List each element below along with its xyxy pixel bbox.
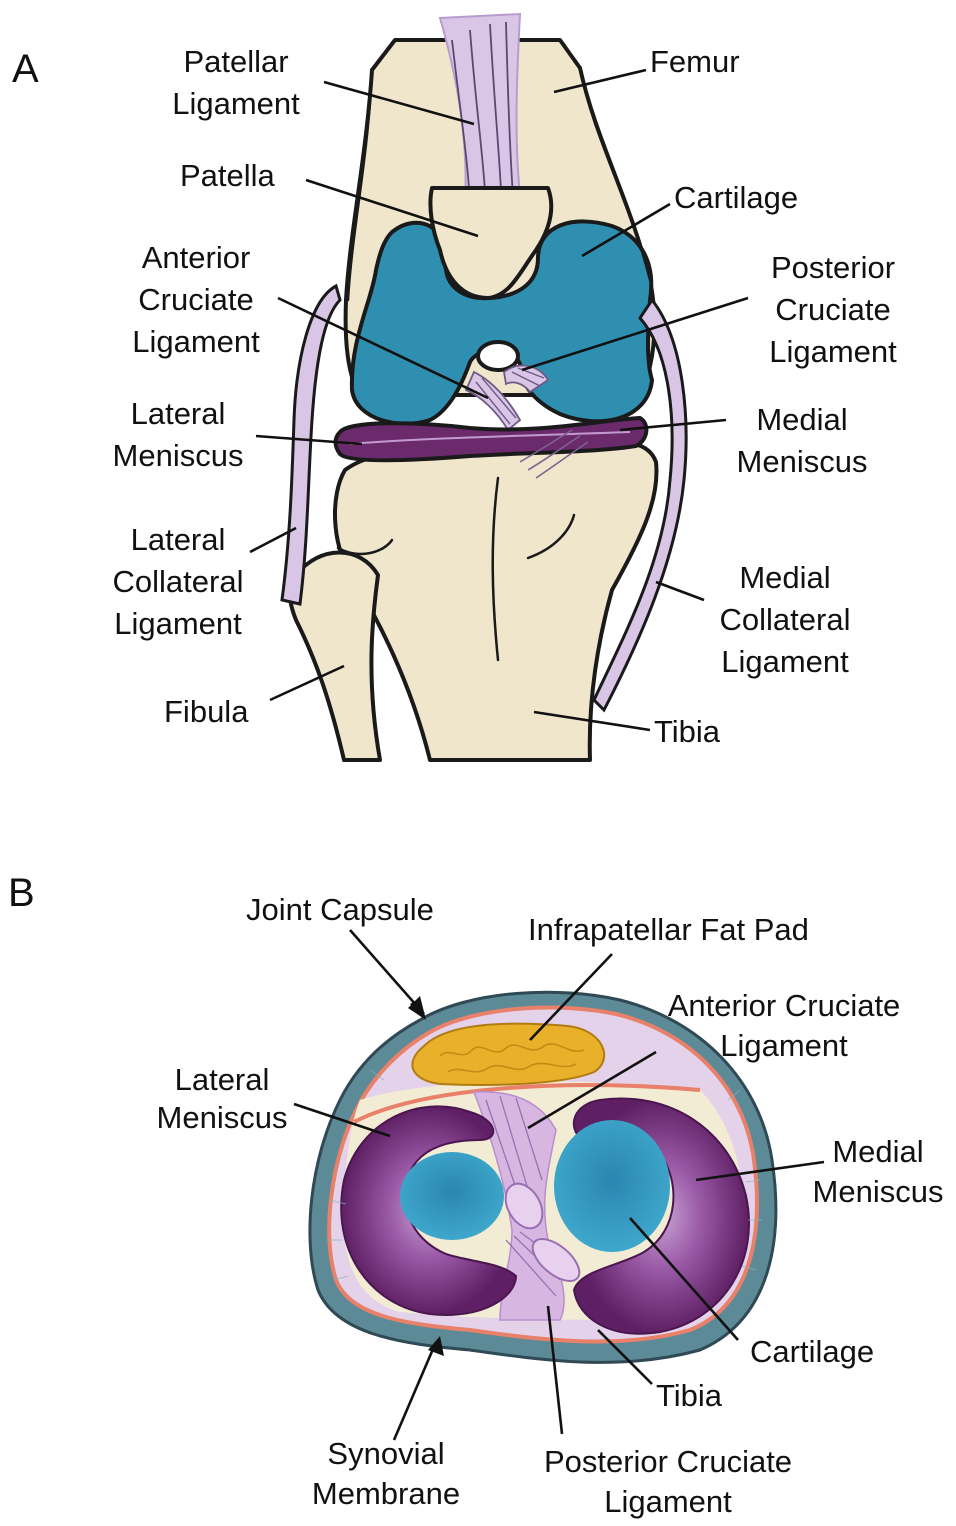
label-pcl-b-1: Posterior Cruciate: [544, 1444, 792, 1479]
label-patella: Patella: [180, 158, 276, 193]
label-medial-meniscus-b-2: Meniscus: [813, 1174, 944, 1209]
label-mcl-1: Medial: [739, 560, 830, 595]
label-pcl-b-2: Ligament: [604, 1484, 732, 1519]
label-infrapatellar-fat-pad: Infrapatellar Fat Pad: [528, 912, 809, 947]
label-lateral-meniscus-a-2: Meniscus: [113, 438, 244, 473]
label-acl-a-1: Anterior: [142, 240, 251, 275]
label-femur: Femur: [650, 44, 740, 79]
label-acl-b-2: Ligament: [720, 1028, 848, 1063]
label-pcl-a-3: Ligament: [769, 334, 897, 369]
label-tibia-a: Tibia: [654, 714, 721, 749]
label-pcl-a-2: Cruciate: [775, 292, 890, 327]
label-synovial-membrane-2: Membrane: [312, 1476, 460, 1511]
label-synovial-membrane-1: Synovial: [327, 1436, 444, 1471]
medial-cartilage-b: [554, 1120, 670, 1252]
label-patellar-ligament-2: Ligament: [172, 86, 300, 121]
label-tibia-b: Tibia: [656, 1378, 723, 1413]
label-lateral-meniscus-b-1: Lateral: [175, 1062, 270, 1097]
label-lcl-2: Collateral: [113, 564, 244, 599]
label-acl-b-1: Anterior Cruciate: [668, 988, 901, 1023]
label-cartilage-b: Cartilage: [750, 1334, 874, 1369]
label-medial-meniscus-a-1: Medial: [756, 402, 847, 437]
label-acl-a-2: Cruciate: [138, 282, 253, 317]
label-lateral-meniscus-b-2: Meniscus: [157, 1100, 288, 1135]
label-cartilage-a: Cartilage: [674, 180, 798, 215]
label-medial-meniscus-b-1: Medial: [832, 1134, 923, 1169]
label-lcl-3: Ligament: [114, 606, 242, 641]
label-pcl-a-1: Posterior: [771, 250, 895, 285]
panel-a-letter: A: [12, 47, 39, 91]
label-patellar-ligament-1: Patellar: [183, 44, 288, 79]
label-lcl-1: Lateral: [131, 522, 226, 557]
label-medial-meniscus-a-2: Meniscus: [737, 444, 868, 479]
label-fibula: Fibula: [164, 694, 249, 729]
panel-b: B: [8, 871, 943, 1519]
panel-a: A: [12, 14, 897, 760]
lateral-cartilage-b: [400, 1152, 504, 1240]
panel-b-letter: B: [8, 871, 35, 915]
label-joint-capsule: Joint Capsule: [246, 892, 434, 927]
label-mcl-2: Collateral: [720, 602, 851, 637]
label-acl-a-3: Ligament: [132, 324, 260, 359]
label-mcl-3: Ligament: [721, 644, 849, 679]
label-lateral-meniscus-a-1: Lateral: [131, 396, 226, 431]
intercondylar-notch: [478, 342, 518, 370]
